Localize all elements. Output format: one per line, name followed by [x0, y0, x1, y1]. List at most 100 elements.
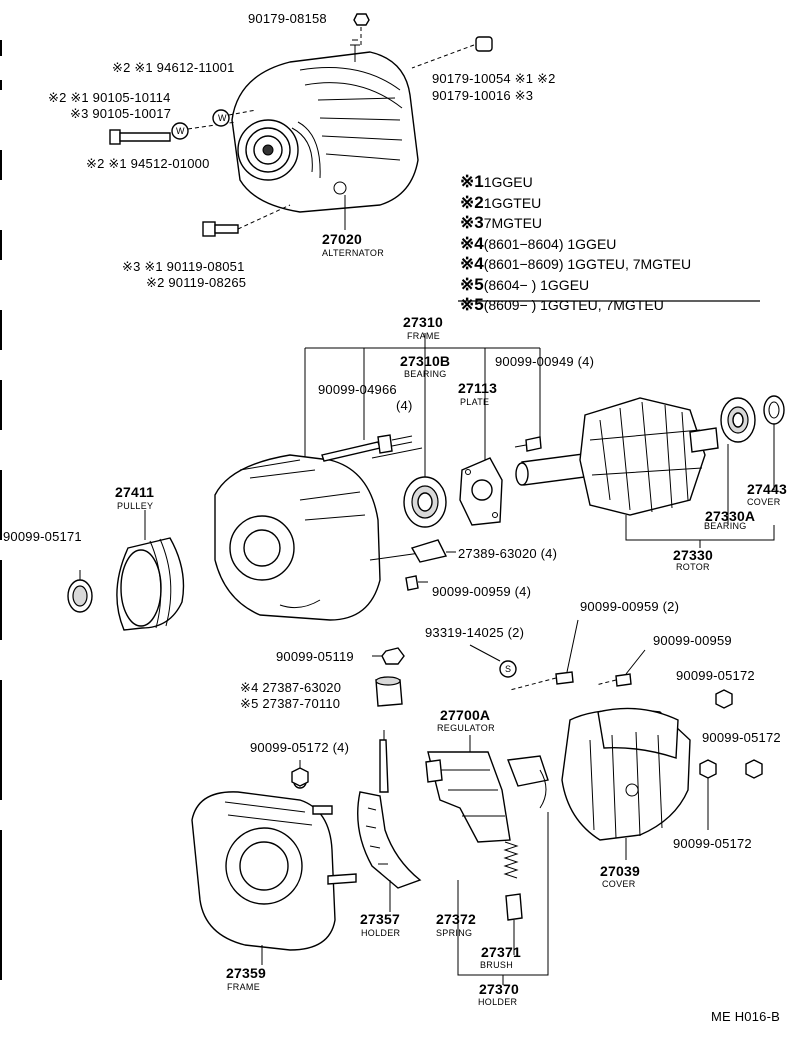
part-name-plate: PLATE	[460, 397, 490, 407]
rectifier-holder-27357-drawing	[357, 730, 422, 912]
margin-mark	[0, 830, 2, 980]
part-label-27700A: 27700A	[440, 707, 491, 723]
spring-27372-drawing	[503, 841, 519, 879]
brush-holder-27370-drawing	[457, 755, 549, 985]
part-label-27370: 27370	[479, 981, 519, 997]
legend-row: ※5(8604− ) 1GGEU	[460, 275, 760, 296]
drive-end-frame-drawing	[214, 454, 421, 621]
margin-mark	[0, 680, 2, 800]
part-name-rotor: ROTOR	[676, 562, 710, 572]
part-label-90099-05171: 90099-05171	[3, 529, 82, 544]
legend-text: (8604− ) 1GGEU	[483, 276, 590, 293]
part-label-90105-10114: ※2 ※1 90105-10114	[48, 90, 171, 105]
part-label-90179-08158: 90179-08158	[248, 11, 327, 26]
part-label-27330: 27330	[673, 547, 713, 563]
bearing-27310B-drawing	[403, 476, 447, 528]
part-name-holder-27357: HOLDER	[361, 928, 401, 938]
part-label-94512-01000: ※2 ※1 94512-01000	[86, 156, 210, 171]
margin-mark	[0, 80, 2, 90]
legend-row: ※11GGEU	[460, 172, 760, 193]
part-label-27310: 27310	[403, 314, 443, 330]
part-label-90099-00959-4: 90099-00959 (4)	[432, 584, 532, 599]
alternator-assembly-drawing	[231, 39, 419, 213]
part-label-90105-10017: ※3 90105-10017	[70, 106, 172, 121]
w-marker: W	[176, 126, 185, 136]
variant-legend: ※11GGEU※21GGTEU※37MGTEU※4(8601−8604) 1GG…	[460, 172, 760, 316]
part-label-27330A: 27330A	[705, 508, 756, 524]
part-name-frame-27359: FRAME	[227, 982, 260, 992]
part-label-27113: 27113	[458, 380, 498, 396]
part-name-holder-27370: HOLDER	[478, 997, 518, 1007]
part-label-90099-00959: 90099-00959	[653, 633, 732, 648]
stud-bolts-drawing	[321, 434, 423, 462]
legend-key: ※1	[460, 172, 484, 191]
part-label-27359: 27359	[226, 965, 266, 981]
bearing-27330A-drawing	[720, 397, 756, 443]
legend-row: ※4(8601−8604) 1GGEU	[460, 234, 760, 255]
part-label-90099-04966: 90099-04966	[318, 382, 397, 397]
brush-holder-clips-drawing	[405, 539, 456, 591]
margin-mark	[0, 230, 2, 260]
plate-27113-drawing	[459, 457, 503, 526]
legend-text: 7MGTEU	[483, 215, 543, 231]
part-label-90179-10016: 90179-10016 ※3	[432, 88, 534, 103]
part-label-90099-05119: 90099-05119	[276, 649, 354, 664]
legend-text: (8601−8604) 1GGEU	[483, 235, 617, 252]
part-label-90099-05172-c: 90099-05172	[673, 836, 752, 851]
part-name-brush: BRUSH	[480, 960, 514, 970]
diagram-reference-code: ME H016-B	[711, 1009, 780, 1024]
part-name-spring: SPRING	[436, 928, 473, 938]
legend-key: ※3	[460, 213, 484, 232]
part-label-27020: 27020	[322, 231, 362, 247]
brush-27371-drawing	[505, 893, 523, 955]
small-nuts-drawing	[291, 689, 763, 830]
pulley-27411-drawing	[116, 510, 185, 631]
part-name-bearing: BEARING	[404, 369, 447, 379]
margin-mark	[0, 150, 2, 180]
part-label-93319-14025: 93319-14025 (2)	[425, 625, 525, 640]
regulator-27700A-drawing	[425, 735, 511, 843]
part-label-27443: 27443	[747, 481, 787, 497]
part-label-27411: 27411	[115, 484, 155, 500]
legend-text: 1GGEU	[483, 174, 533, 190]
part-name-pulley: PULLEY	[117, 501, 154, 511]
s-marker: S	[505, 664, 512, 674]
legend-key: ※4	[460, 254, 484, 273]
part-label-90099-00949: 90099-00949 (4)	[495, 354, 595, 369]
legend-text: 1GGTEU	[483, 194, 542, 211]
nut-90099-05119-drawing	[372, 647, 405, 665]
legend-key: ※2	[460, 192, 484, 212]
part-label-27310B: 27310B	[400, 353, 451, 369]
part-label-90179-10054: 90179-10054 ※1 ※2	[432, 71, 556, 86]
part-name-frame: FRAME	[407, 331, 440, 341]
margin-mark	[0, 40, 2, 56]
part-label-90099-05172-b: 90099-05172	[702, 730, 781, 745]
part-name-cover-27443: COVER	[747, 497, 781, 507]
screw-90099-00949-drawing	[514, 436, 542, 452]
part-qty-90099-04966: (4)	[396, 398, 413, 413]
legend-row: ※37MGTEU	[460, 213, 760, 234]
part-label-27389-63020: 27389-63020 (4)	[458, 546, 558, 561]
rotor-27330-drawing	[515, 397, 719, 516]
rotor-bracket-lines	[625, 424, 775, 548]
legend-key: ※5	[460, 274, 484, 294]
legend-key: ※5	[460, 295, 484, 314]
legend-text: (8601−8609) 1GGTEU, 7MGTEU	[483, 256, 692, 272]
margin-mark	[0, 310, 2, 350]
part-label-27371: 27371	[481, 944, 521, 960]
part-label-27387-63020: ※4 27387-63020	[240, 680, 342, 695]
margin-mark	[0, 380, 2, 430]
part-name-regulator: REGULATOR	[437, 723, 495, 733]
alternator-fasteners	[109, 13, 493, 237]
rear-frame-27359-drawing	[191, 760, 357, 965]
part-label-27372: 27372	[436, 911, 476, 927]
w-marker: W	[218, 113, 227, 123]
part-label-27387-70110: ※5 27387-70110	[240, 696, 341, 711]
rear-cover-27039-drawing	[561, 707, 691, 860]
screws-90099-00959-drawing	[469, 619, 646, 691]
part-label-27357: 27357	[360, 911, 400, 927]
part-name-alternator: ALTERNATOR	[322, 248, 385, 258]
legend-key: ※4	[460, 233, 484, 253]
